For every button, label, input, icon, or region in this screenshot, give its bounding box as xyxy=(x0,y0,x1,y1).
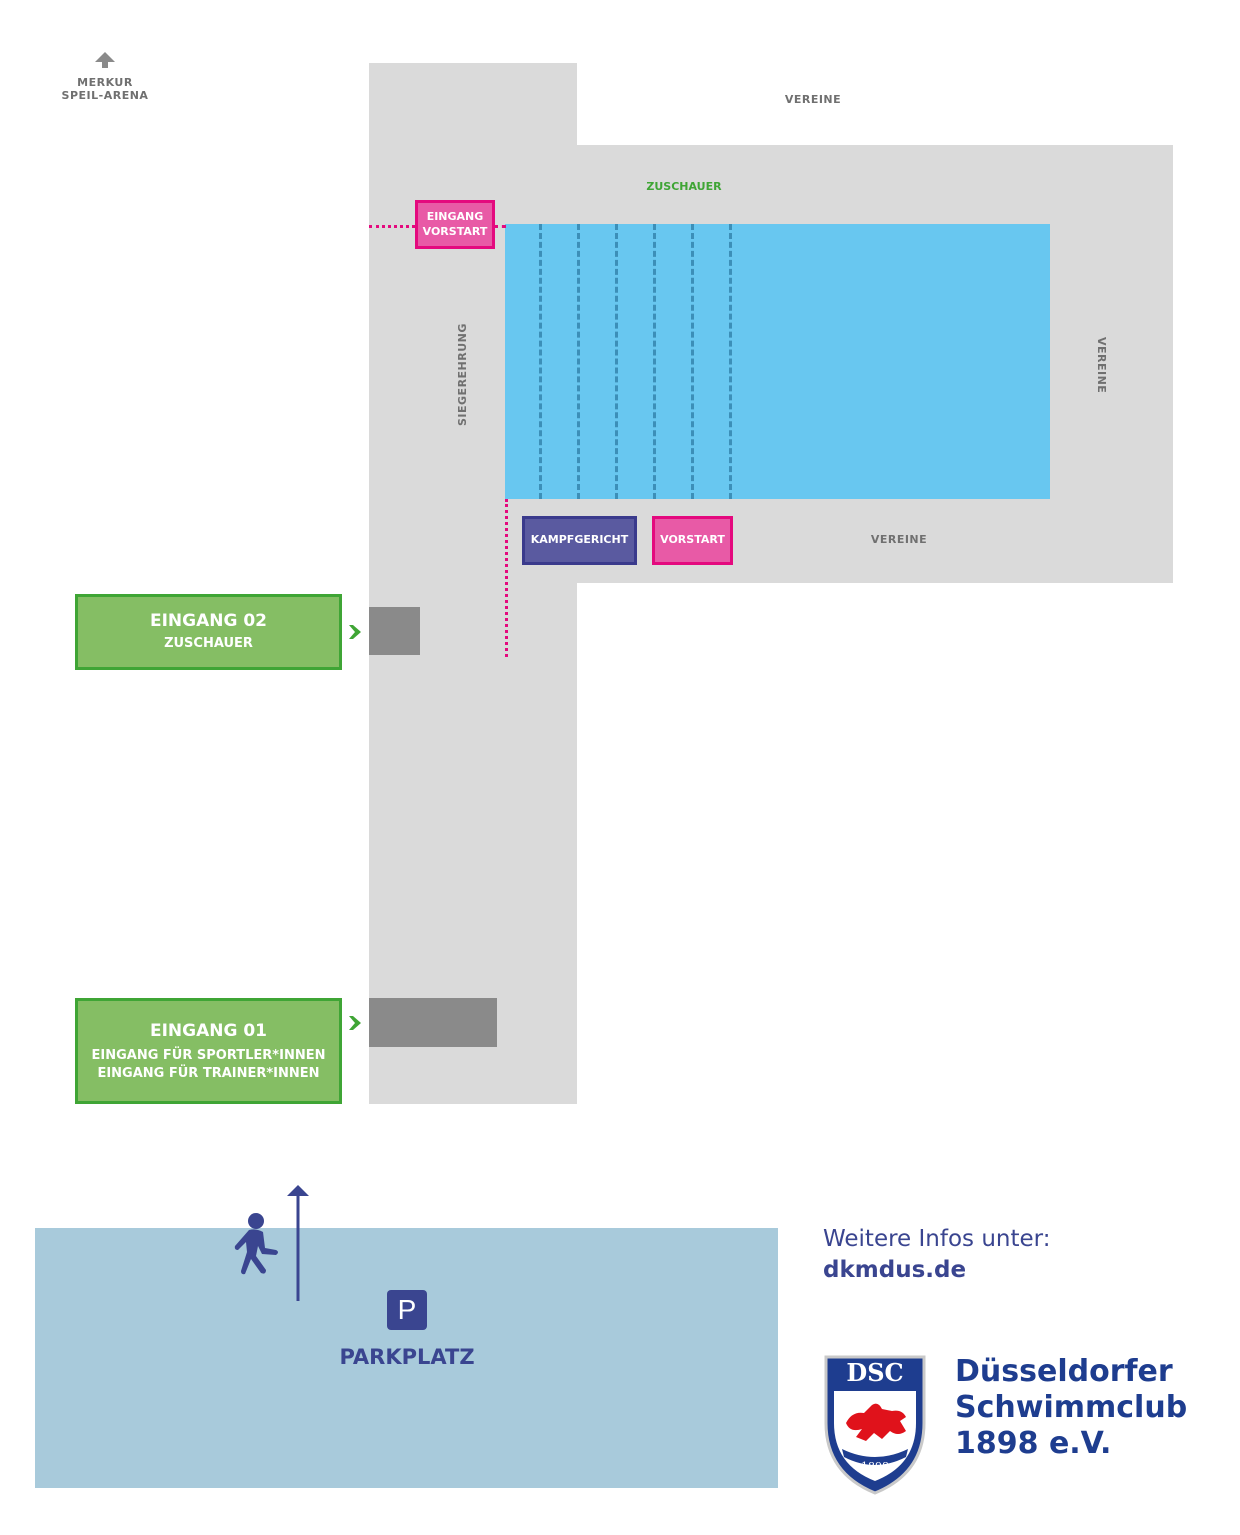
eingang-01-title: EINGANG 01 xyxy=(149,1021,268,1041)
pedestrian-icon xyxy=(234,1213,278,1275)
dsc-logo: DSC 1898 xyxy=(824,1355,926,1495)
club-name: Düsseldorfer Schwimmclub 1898 e.V. xyxy=(955,1354,1187,1462)
kampfgericht-box: KAMPFGERICHT xyxy=(522,516,637,565)
eingang-01-subtitle-1: EINGANG FÜR SPORTLER*INNEN xyxy=(91,1048,326,1063)
arrow-right-icon xyxy=(349,1016,361,1030)
logo-text: DSC xyxy=(846,1358,903,1387)
info-url[interactable]: dkmdus.de xyxy=(823,1257,967,1283)
parking-area xyxy=(35,1228,778,1488)
merkur-label: MERKUR xyxy=(77,76,133,89)
eingang-02-box: EINGANG 02 ZUSCHAUER xyxy=(75,594,342,670)
lane-line xyxy=(653,224,656,499)
eingang-01-box: EINGANG 01 EINGANG FÜR SPORTLER*INNEN EI… xyxy=(75,998,342,1104)
club-name-line1: Düsseldorfer xyxy=(955,1354,1173,1389)
vereine-top-label: VEREINE xyxy=(784,93,842,106)
lane-line xyxy=(539,224,542,499)
door-eingang-01 xyxy=(369,998,497,1047)
lane-line xyxy=(691,224,694,499)
arena-label: SPEIL-ARENA xyxy=(61,89,149,102)
info-text: Weitere Infos unter: xyxy=(823,1226,1051,1252)
eingang-02-title: EINGANG 02 xyxy=(149,611,268,631)
arrow-up-icon xyxy=(95,52,115,68)
parkplatz-label: PARKPLATZ xyxy=(339,1345,475,1369)
vereine-bottom-label: VEREINE xyxy=(870,533,928,546)
swimming-pool xyxy=(505,224,1050,499)
vorstart-route-vertical xyxy=(505,499,508,657)
arrow-right-icon xyxy=(349,625,361,639)
vorstart-route-connector xyxy=(494,225,506,228)
vereine-right-label: VEREINE xyxy=(1095,336,1108,394)
lane-line xyxy=(615,224,618,499)
logo-year: 1898 xyxy=(861,1460,889,1473)
north-marker: MERKUR SPEIL-ARENA xyxy=(60,50,150,102)
walking-direction-arrow-icon xyxy=(287,1185,309,1301)
door-eingang-02 xyxy=(369,607,420,655)
vorstart-box: VORSTART xyxy=(652,516,733,565)
lane-line xyxy=(577,224,580,499)
eingang-vorstart-box: EINGANG VORSTART xyxy=(415,200,495,249)
parking-sign: P xyxy=(387,1290,427,1330)
eingang-01-subtitle-2: EINGANG FÜR TRAINER*INNEN xyxy=(97,1066,320,1082)
club-name-line2: Schwimmclub xyxy=(955,1390,1188,1425)
siegerehrung-label: SIEGEREHRUNG xyxy=(456,323,469,427)
zuschauer-label: ZUSCHAUER xyxy=(646,180,722,193)
club-name-line3: 1898 e.V. xyxy=(955,1426,1112,1461)
eingang-vorstart-line1: EINGANG xyxy=(426,210,484,224)
lane-line xyxy=(729,224,732,499)
eingang-vorstart-line2: VORSTART xyxy=(422,224,488,238)
vorstart-route-horizontal xyxy=(369,225,415,228)
eingang-02-subtitle: ZUSCHAUER xyxy=(164,636,253,651)
